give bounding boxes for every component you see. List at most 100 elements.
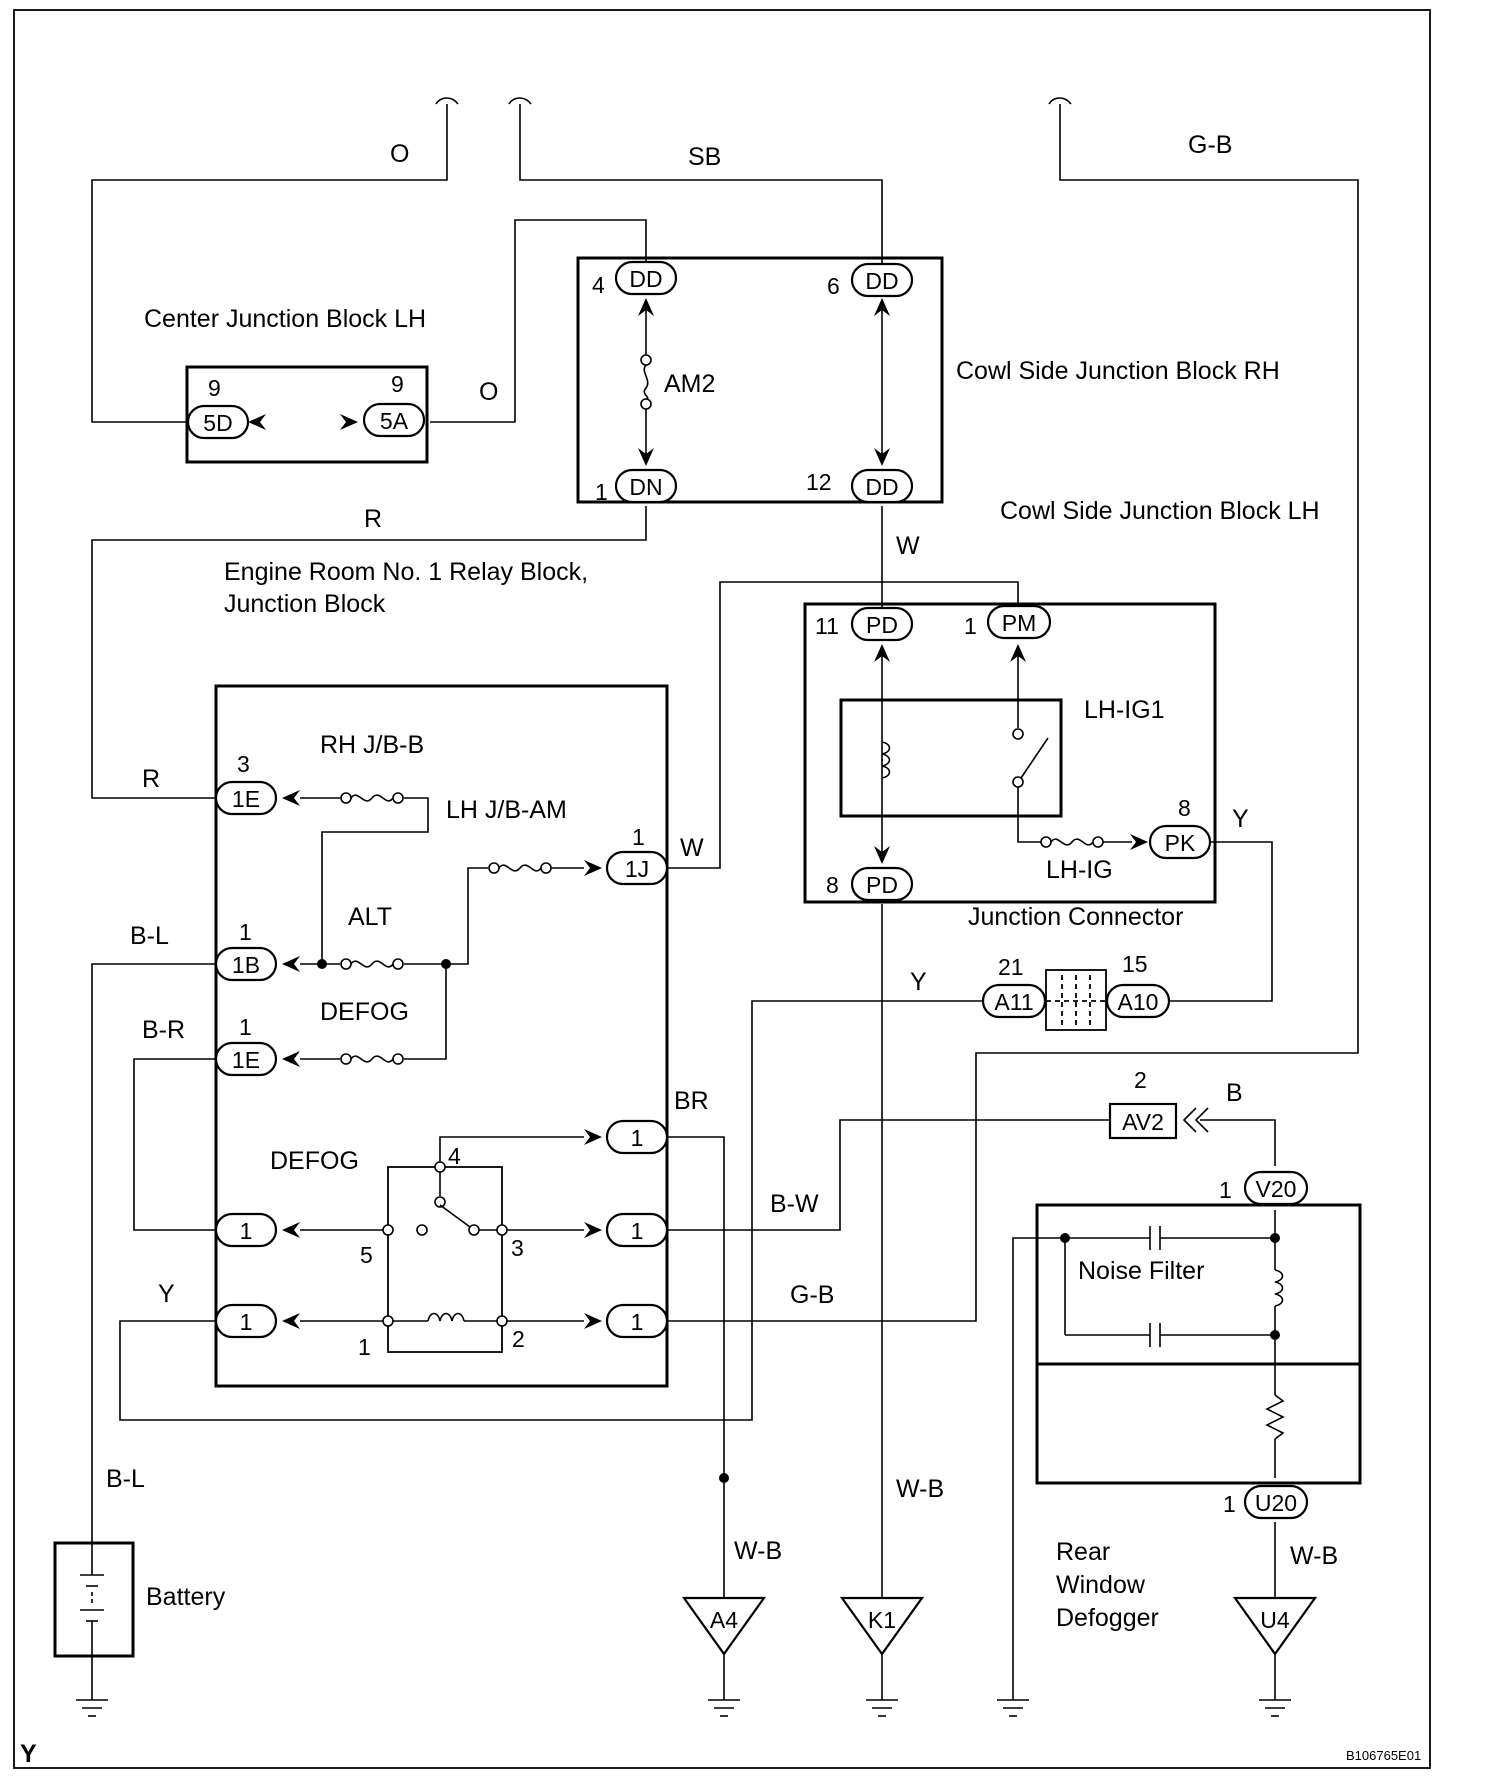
- wire-color-label: R: [142, 765, 160, 793]
- wire-break-icons: [435, 97, 1072, 105]
- connector-dd12: DD: [850, 468, 914, 504]
- ground-icon: [708, 1699, 740, 1717]
- connector-left-1b: 1: [214, 1212, 278, 1248]
- wire-color-label: W: [896, 532, 920, 560]
- defog-relay-switch-icon: [382, 1161, 508, 1236]
- ground-u4: U4: [1232, 1596, 1318, 1656]
- svg-text:V20: V20: [1256, 1176, 1297, 1202]
- connector-1e-top: 1E: [214, 780, 278, 816]
- svg-text:1: 1: [240, 1218, 253, 1244]
- noise-filter-box: [1035, 1203, 1362, 1485]
- connector-pd8: PD: [850, 866, 914, 902]
- ground-icon: [997, 1699, 1029, 1717]
- wire-color-label: W: [680, 834, 704, 862]
- svg-text:1: 1: [631, 1218, 644, 1244]
- svg-text:DD: DD: [865, 268, 898, 294]
- svg-text:A4: A4: [710, 1607, 738, 1633]
- junction-dot: [719, 1473, 729, 1483]
- pin-1e-top: 3: [237, 751, 250, 777]
- pin-5d: 9: [208, 375, 221, 401]
- center-jb-box: [185, 365, 429, 464]
- lh-ig1-relay-box: [839, 698, 1063, 818]
- pin-5a: 9: [391, 371, 404, 397]
- svg-text:A10: A10: [1118, 989, 1159, 1015]
- rear-defogger-label-3: Defogger: [1056, 1604, 1159, 1632]
- fuse-label-alt: ALT: [348, 903, 392, 931]
- wire-color-label: O: [479, 378, 498, 406]
- defog-relay-box: [387, 1166, 503, 1353]
- fuse-label-lh-ig: LH-IG: [1046, 856, 1113, 884]
- pin-pm1: 1: [964, 613, 977, 639]
- svg-text:U20: U20: [1255, 1490, 1297, 1516]
- wire-color-label: Y: [910, 968, 927, 996]
- relay-label-lh-ig1: LH-IG1: [1084, 696, 1165, 724]
- lh-ig1-coil-icon: [881, 741, 891, 779]
- pin-dd12: 12: [806, 469, 832, 495]
- lh-ig1-switch-icon: [1012, 728, 1049, 788]
- svg-text:DN: DN: [629, 474, 662, 500]
- wire-color-label: BR: [674, 1087, 709, 1115]
- pin-a10: 15: [1122, 951, 1148, 977]
- pin-pd11: 11: [815, 613, 839, 639]
- connector-1e-bottom: 1E: [214, 1041, 278, 1077]
- svg-text:AV2: AV2: [1122, 1109, 1164, 1135]
- svg-text:PD: PD: [866, 612, 898, 638]
- pin-relay3: 3: [511, 1235, 524, 1261]
- figure-code: B106765E01: [1346, 1748, 1421, 1763]
- fuse-label-am2: AM2: [664, 370, 715, 398]
- pin-pd8: 8: [826, 872, 839, 898]
- wire-color-label: B-W: [770, 1190, 819, 1218]
- pin-dd6: 6: [827, 273, 840, 299]
- pin-1b: 1: [239, 919, 252, 945]
- battery-label: Battery: [146, 1583, 226, 1611]
- rear-defogger-label: Rear: [1056, 1538, 1110, 1566]
- pin-v20: 1: [1219, 1177, 1232, 1203]
- wire-color-label: W-B: [1290, 1542, 1338, 1570]
- rear-defogger-label-2: Window: [1056, 1571, 1146, 1599]
- pin-1e-bottom: 1: [239, 1014, 252, 1040]
- page-frame: [13, 9, 1431, 1769]
- pin-u20: 1: [1223, 1491, 1236, 1517]
- wire-color-label: B: [1226, 1079, 1243, 1107]
- svg-text:1E: 1E: [232, 1047, 260, 1073]
- wire-color-label: O: [390, 140, 409, 168]
- svg-text:PK: PK: [1165, 830, 1196, 856]
- svg-text:PM: PM: [1002, 610, 1037, 636]
- defog-relay-coil-icon: [382, 1312, 508, 1327]
- connector-pd11: PD: [850, 606, 914, 642]
- pin-dd4: 4: [592, 272, 605, 298]
- defog-fuse-icon: [340, 1053, 404, 1065]
- lh-ig-fuse-icon: [1040, 836, 1104, 848]
- fuse-label-rh-jbb: RH J/B-B: [320, 731, 424, 759]
- connector-dn1: DN: [614, 468, 678, 504]
- connector-1b: 1B: [214, 946, 278, 982]
- rh-jbb-fuse-icon: [340, 792, 404, 804]
- pin-relay4: 4: [448, 1143, 461, 1169]
- svg-text:5D: 5D: [203, 410, 232, 436]
- wire-color-label: Y: [158, 1280, 175, 1308]
- svg-text:1J: 1J: [625, 856, 649, 882]
- cowl-lh-label: Cowl Side Junction Block LH: [1000, 497, 1320, 525]
- engine-room-box: [214, 684, 669, 1388]
- corner-mark: Y: [20, 1740, 37, 1768]
- pin-relay5: 5: [360, 1242, 373, 1268]
- svg-text:1E: 1E: [232, 786, 260, 812]
- connector-right-1c: 1: [605, 1303, 669, 1339]
- connector-u20: U20: [1243, 1484, 1309, 1520]
- alt-fuse-icon: [340, 958, 404, 970]
- lh-jbam-fuse-icon: [488, 862, 552, 874]
- cowl-lh-box: [803, 602, 1217, 904]
- svg-text:K1: K1: [868, 1607, 896, 1633]
- noise-filter-internals: [1064, 1226, 1285, 1478]
- junction-dot: [1270, 1330, 1280, 1340]
- connector-a10: A10: [1105, 983, 1171, 1019]
- ground-a4: A4: [681, 1596, 767, 1656]
- junction-dot: [1060, 1233, 1070, 1243]
- am2-fuse-icon: [640, 354, 652, 410]
- connector-right-1b: 1: [605, 1212, 669, 1248]
- wire-color-label: G-B: [790, 1281, 834, 1309]
- ground-icon: [866, 1699, 898, 1717]
- connector-5d: 5D: [186, 404, 250, 440]
- svg-text:DD: DD: [865, 474, 898, 500]
